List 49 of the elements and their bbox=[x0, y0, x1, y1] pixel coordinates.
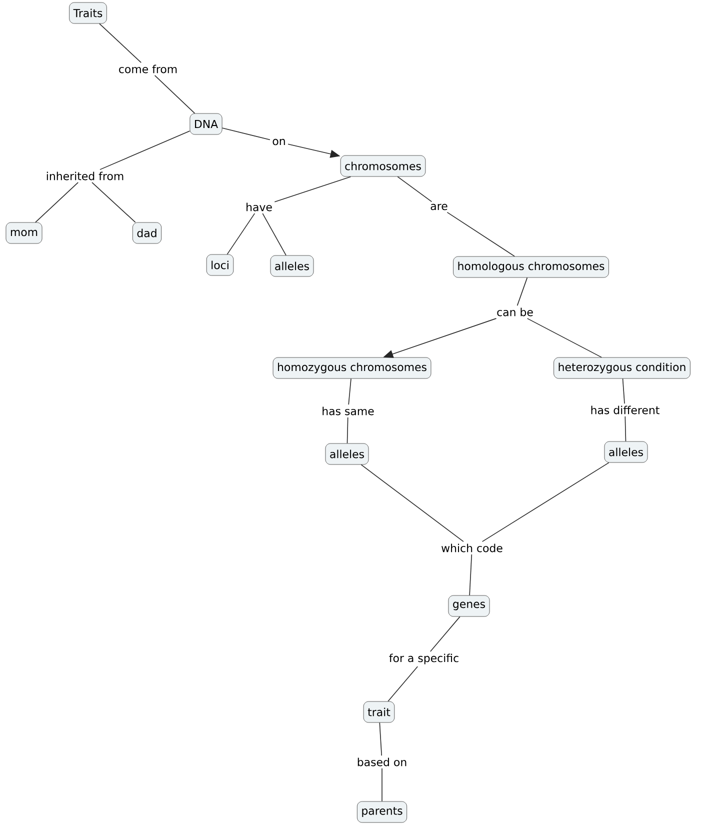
concept-box: Traits bbox=[69, 2, 107, 24]
connector-line bbox=[622, 378, 625, 404]
concept-box: homologous chromosomes bbox=[453, 256, 609, 278]
connector-line bbox=[516, 277, 528, 306]
concept-box: DNA bbox=[190, 113, 222, 135]
connector-line bbox=[430, 616, 460, 652]
linking-phrase: on bbox=[270, 136, 288, 148]
connector-line bbox=[348, 378, 352, 405]
linking-phrase: based on bbox=[354, 756, 410, 768]
connector-line bbox=[274, 176, 352, 202]
concept-box: homozygous chromosomes bbox=[272, 357, 432, 379]
connector-line bbox=[446, 212, 515, 257]
linking-phrase: come from bbox=[116, 62, 180, 76]
concept-box: alleles bbox=[604, 441, 648, 463]
concept-box: genes bbox=[448, 595, 490, 617]
concept-box: alleles bbox=[270, 255, 314, 277]
linking-phrase: has different bbox=[588, 404, 662, 416]
concept-box: heterozygous condition bbox=[554, 357, 690, 379]
linking-phrase: inherited from bbox=[44, 170, 126, 182]
linking-phrase: has same bbox=[320, 404, 376, 418]
connector-line bbox=[360, 464, 464, 542]
connector-line bbox=[222, 128, 270, 140]
connector-line bbox=[388, 666, 418, 702]
connector-line bbox=[346, 417, 348, 444]
linking-phrase: are bbox=[428, 202, 450, 212]
linking-phrase: can be bbox=[494, 306, 536, 318]
connector-line bbox=[397, 176, 432, 202]
linking-phrase: for a specific bbox=[386, 652, 462, 666]
linking-phrase: which code bbox=[439, 542, 505, 554]
connector-line bbox=[379, 722, 382, 756]
concept-box: trait bbox=[363, 701, 395, 723]
connector-line bbox=[100, 130, 190, 170]
connector-line bbox=[469, 554, 472, 596]
connector-line bbox=[154, 75, 196, 114]
linking-phrase: have bbox=[244, 200, 274, 214]
connector-line bbox=[262, 213, 286, 256]
connector-line bbox=[99, 23, 142, 63]
connector-line bbox=[482, 462, 610, 542]
concept-box: parents bbox=[356, 801, 408, 823]
concept-box: loci bbox=[206, 254, 234, 276]
connector-line bbox=[226, 213, 256, 255]
connector-line bbox=[526, 318, 602, 358]
concept-box: dad bbox=[132, 222, 162, 244]
connector-line bbox=[35, 182, 78, 223]
concept-box: alleles bbox=[325, 443, 369, 465]
concept-box: mom bbox=[6, 222, 42, 244]
concept-box: chromosomes bbox=[340, 155, 426, 177]
connector-line bbox=[92, 182, 136, 223]
connector-line bbox=[624, 416, 626, 442]
